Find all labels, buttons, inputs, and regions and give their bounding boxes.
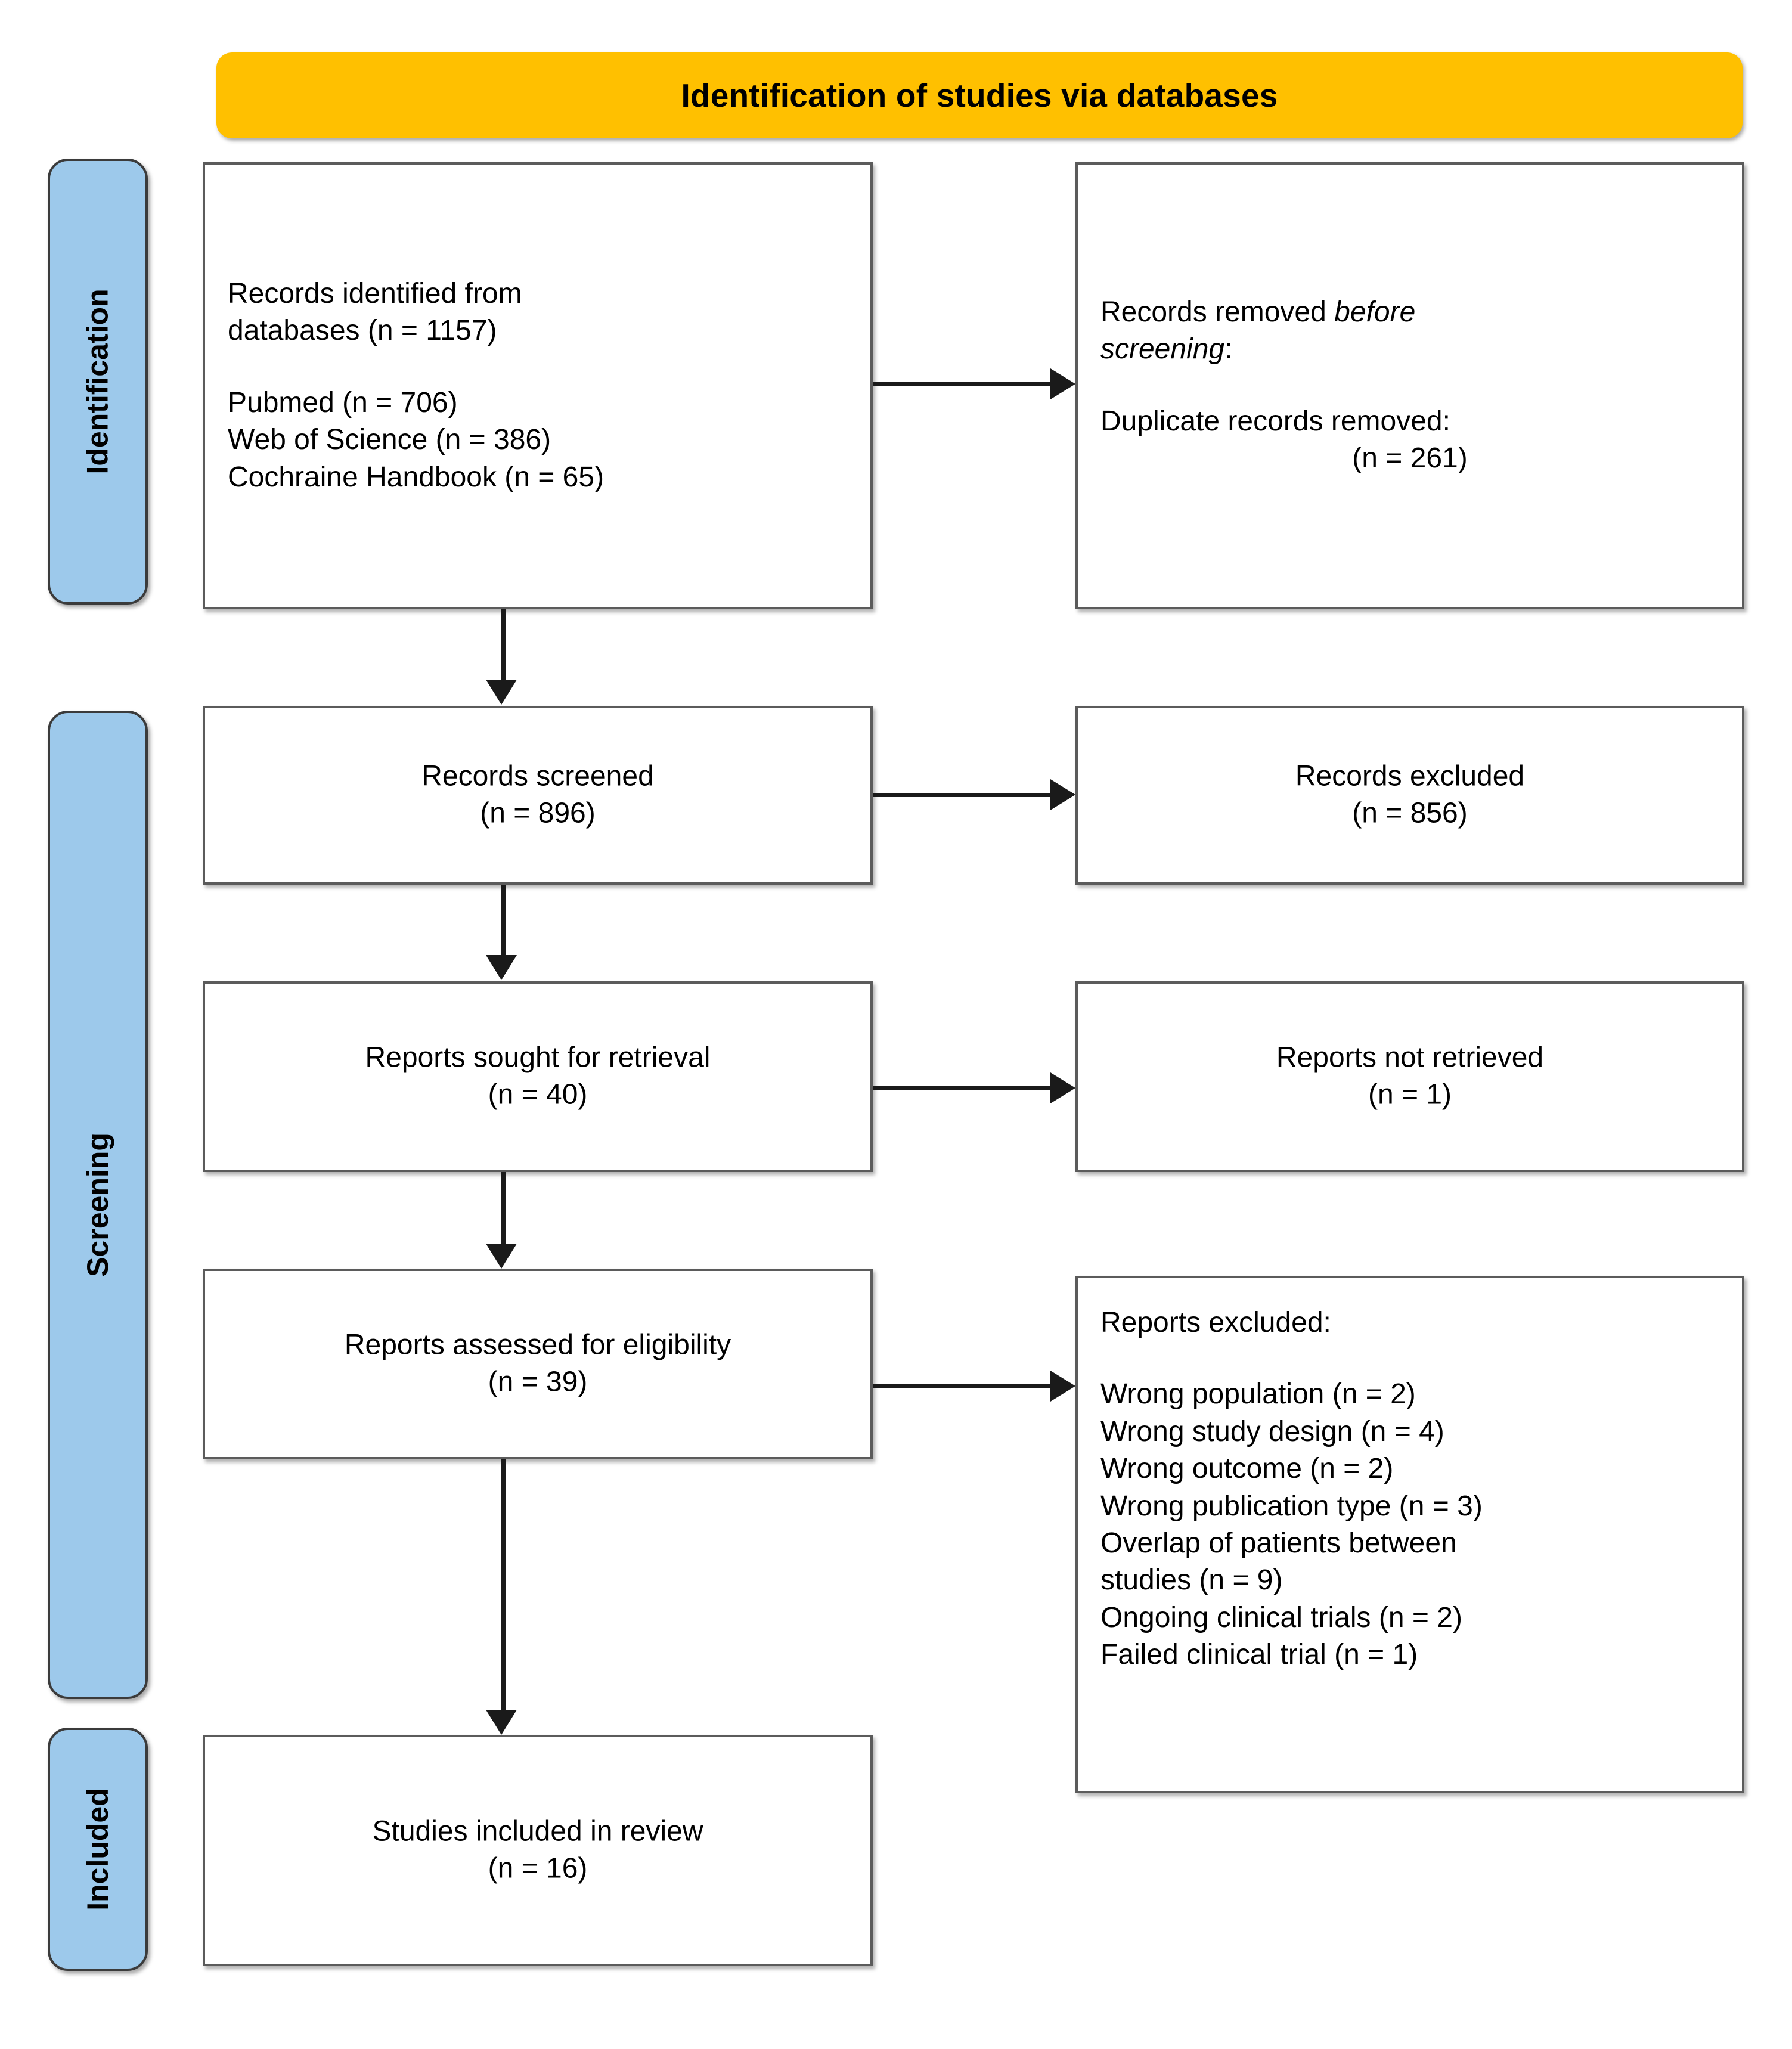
- spacer: [228, 350, 848, 385]
- box-reports-sought-for-retrieval: Reports sought for retrieval (n = 40): [203, 981, 873, 1172]
- removed-lead-italic-screening: screening: [1100, 333, 1225, 365]
- arrowhead-down-icon: [486, 1244, 517, 1269]
- source-pubmed: Pubmed (n = 706): [228, 386, 458, 419]
- box-studies-included-in-review: Studies included in review (n = 16): [203, 1735, 873, 1966]
- stage-label-identification: Identification: [81, 289, 115, 475]
- removed-before-screening-lead2: screening:: [1100, 331, 1719, 368]
- reports-not-retrieved-count: (n = 1): [1368, 1079, 1452, 1111]
- source-cochraine-handbook: Cochraine Handbook (n = 65): [228, 461, 604, 493]
- exclusion-reason-ongoing-clinical-trials: Ongoing clinical trials (n = 2): [1100, 1601, 1462, 1633]
- exclusion-reason-wrong-study-design: Wrong study design (n = 4): [1100, 1415, 1444, 1447]
- studies-included-count: (n = 16): [488, 1853, 588, 1884]
- stage-label-screening: Screening: [81, 1133, 114, 1277]
- connector-assessed-to-included: [501, 1459, 506, 1710]
- arrowhead-down-icon: [486, 955, 517, 980]
- exclusion-reason-wrong-publication-type: Wrong publication type (n = 3): [1100, 1490, 1483, 1522]
- arrowhead-right-icon: [1050, 1371, 1075, 1402]
- connector-identified-to-removed: [873, 382, 1052, 386]
- reports-sought-label: Reports sought for retrieval: [365, 1041, 711, 1074]
- arrowhead-right-icon: [1050, 1072, 1075, 1103]
- box-reports-not-retrieved: Reports not retrieved (n = 1): [1075, 981, 1744, 1172]
- records-identified-line1: Records identified from: [228, 278, 522, 310]
- box-records-identified: Records identified from databases (n = 1…: [203, 162, 873, 609]
- stage-sidebar-screening: Screening: [48, 711, 148, 1699]
- arrowhead-right-icon: [1050, 368, 1075, 399]
- records-excluded-count: (n = 856): [1352, 798, 1468, 829]
- removed-lead-plain: Records removed: [1100, 296, 1335, 328]
- reports-assessed-count: (n = 39): [488, 1366, 588, 1398]
- arrowhead-down-icon: [486, 680, 517, 705]
- connector-sought-to-not-retrieved: [873, 1086, 1052, 1090]
- duplicate-records-removed-label: Duplicate records removed:: [1100, 405, 1450, 437]
- spacer: [1100, 368, 1719, 403]
- connector-assessed-to-reports-excluded: [873, 1384, 1052, 1388]
- reports-excluded-heading: Reports excluded:: [1100, 1307, 1331, 1338]
- stage-sidebar-identification: Identification: [48, 159, 148, 605]
- exclusion-reason-wrong-population: Wrong population (n = 2): [1100, 1378, 1416, 1411]
- removed-lead-italic-before: before: [1334, 296, 1416, 328]
- box-records-excluded: Records excluded (n = 856): [1075, 706, 1744, 885]
- removed-lead-colon: :: [1224, 333, 1233, 365]
- reports-sought-count: (n = 40): [488, 1079, 588, 1111]
- page-title: Identification of studies via databases: [681, 77, 1278, 114]
- stage-sidebar-included: Included: [48, 1728, 148, 1971]
- box-records-removed-before-screening: Records removed before screening: Duplic…: [1075, 162, 1744, 609]
- connector-screened-to-excluded: [873, 793, 1052, 797]
- stage-label-included: Included: [81, 1788, 115, 1911]
- box-reports-assessed-for-eligibility: Reports assessed for eligibility (n = 39…: [203, 1269, 873, 1459]
- reports-assessed-label: Reports assessed for eligibility: [344, 1329, 731, 1361]
- connector-identified-to-screened: [501, 609, 506, 680]
- arrowhead-right-icon: [1050, 779, 1075, 810]
- arrowhead-down-icon: [486, 1710, 517, 1735]
- spacer: [1100, 1341, 1719, 1376]
- connector-screened-to-sought: [501, 885, 506, 955]
- source-web-of-science: Web of Science (n = 386): [228, 424, 551, 456]
- duplicate-records-removed-count: (n = 261): [1352, 442, 1468, 475]
- records-screened-label: Records screened: [421, 760, 654, 792]
- exclusion-reason-overlap-line2: studies (n = 9): [1100, 1564, 1283, 1597]
- removed-before-screening-lead: Records removed before: [1100, 294, 1719, 331]
- studies-included-label: Studies included in review: [372, 1815, 703, 1847]
- exclusion-reason-failed-clinical-trial: Failed clinical trial (n = 1): [1100, 1639, 1418, 1671]
- diagram-title-banner: Identification of studies via databases: [216, 52, 1743, 138]
- box-records-screened: Records screened (n = 896): [203, 706, 873, 885]
- box-reports-excluded: Reports excluded: Wrong population (n = …: [1075, 1276, 1744, 1793]
- records-identified-line2: databases (n = 1157): [228, 315, 497, 347]
- exclusion-reason-overlap-line1: Overlap of patients between: [1100, 1527, 1457, 1559]
- records-excluded-label: Records excluded: [1295, 760, 1525, 792]
- connector-sought-to-assessed: [501, 1172, 506, 1244]
- records-screened-count: (n = 896): [480, 798, 596, 829]
- exclusion-reason-wrong-outcome: Wrong outcome (n = 2): [1100, 1453, 1394, 1485]
- reports-not-retrieved-label: Reports not retrieved: [1276, 1041, 1544, 1074]
